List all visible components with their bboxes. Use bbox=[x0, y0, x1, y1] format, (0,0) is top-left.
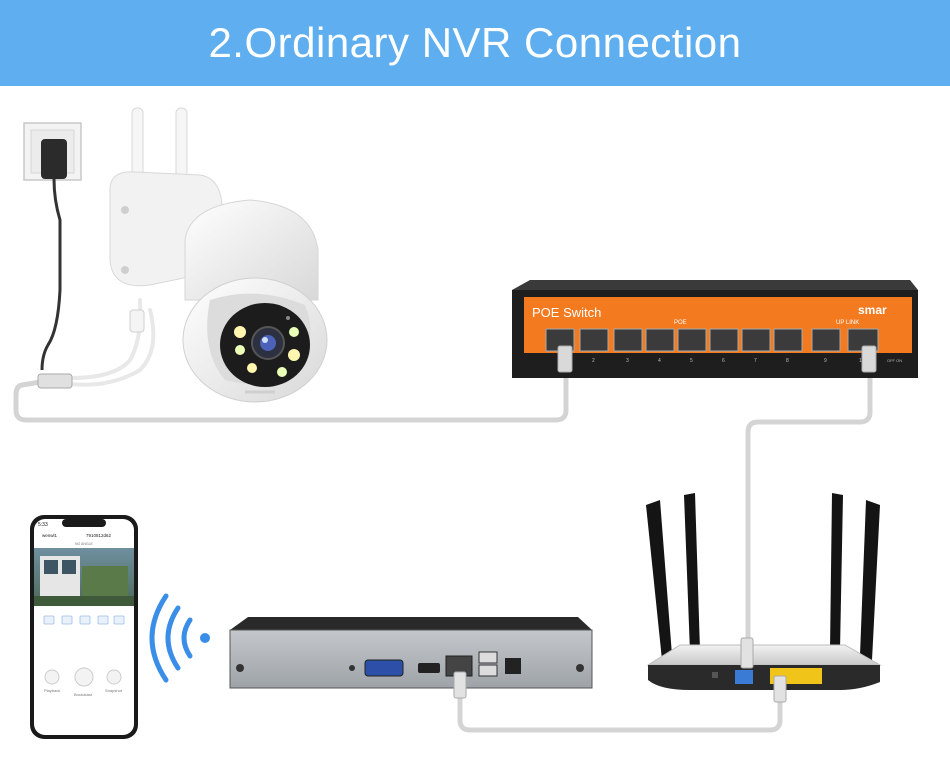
broadcast-label: Broadcast bbox=[74, 692, 93, 697]
uplink-label: UP LINK bbox=[836, 320, 859, 326]
phone-ctrl-3 bbox=[79, 615, 91, 625]
playback-icon[interactable] bbox=[44, 669, 60, 685]
switch-label: POE Switch bbox=[532, 305, 601, 320]
phone-device-title: wenwl1 bbox=[42, 533, 58, 538]
power-switch-label: OFF ON bbox=[887, 358, 902, 363]
rj45-coupler bbox=[37, 373, 73, 389]
rj45-plug-router-wan bbox=[740, 637, 754, 669]
broadcast-icon[interactable] bbox=[74, 667, 94, 687]
switch-port-6 bbox=[709, 328, 739, 352]
snapshot-label: Snapshot bbox=[105, 688, 123, 693]
nvr-vga-port bbox=[364, 659, 404, 677]
wifi-signal-icon bbox=[149, 593, 210, 683]
playback-label: Playback bbox=[44, 688, 60, 693]
switch-port-7 bbox=[741, 328, 771, 352]
network-cables bbox=[13, 369, 873, 733]
svg-text:5: 5 bbox=[690, 358, 693, 364]
header-banner: 2.Ordinary NVR Connection bbox=[0, 0, 950, 86]
switch-port-8 bbox=[773, 328, 803, 352]
poe-switch: POE Switch smar POE UP LINK 1 2 3 4 5 6 … bbox=[512, 280, 918, 378]
svg-text:2: 2 bbox=[592, 358, 595, 364]
svg-text:8: 8 bbox=[786, 358, 789, 364]
svg-text:3: 3 bbox=[626, 358, 629, 364]
wifi-router bbox=[646, 493, 882, 703]
phone-ctrl-2 bbox=[61, 615, 73, 625]
camera-connector bbox=[129, 309, 145, 333]
power-cord bbox=[40, 178, 62, 371]
switch-brand: smar bbox=[858, 303, 887, 317]
phone-device-id: 7910812d62 bbox=[86, 533, 112, 538]
switch-ports bbox=[545, 328, 879, 352]
phone-status: NO ANGLE bbox=[75, 542, 94, 546]
svg-text:4: 4 bbox=[658, 358, 661, 364]
poe-group-label: POE bbox=[674, 320, 687, 326]
phone-ctrl-1 bbox=[43, 615, 55, 625]
power-outlet bbox=[23, 122, 82, 371]
power-adapter bbox=[41, 139, 67, 179]
nvr-usb-port-2 bbox=[478, 664, 498, 677]
cable-camera-to-switch bbox=[13, 369, 569, 423]
switch-port-9 bbox=[811, 328, 841, 352]
cable-switch-to-router bbox=[745, 369, 873, 648]
nvr-hdmi-port bbox=[418, 663, 440, 673]
svg-text:9: 9 bbox=[824, 358, 827, 364]
phone-ctrl-4 bbox=[97, 615, 109, 625]
switch-port-4 bbox=[645, 328, 675, 352]
rj45-plug-nvr bbox=[453, 671, 467, 699]
page-title: 2.Ordinary NVR Connection bbox=[208, 19, 742, 66]
router-antenna-2 bbox=[684, 493, 700, 652]
nvr-usb-port-1 bbox=[478, 651, 498, 664]
switch-port-2 bbox=[579, 328, 609, 352]
smartphone: 5:33 wenwl1 7910812d62 NO ANGLE Playback… bbox=[30, 515, 138, 739]
phone-time: 5:33 bbox=[38, 522, 48, 528]
router-antenna-1 bbox=[646, 500, 672, 660]
router-wan-port bbox=[735, 670, 753, 684]
phone-notch bbox=[62, 519, 106, 527]
switch-port-5 bbox=[677, 328, 707, 352]
nvr-dc-port bbox=[505, 658, 521, 674]
snapshot-icon[interactable] bbox=[106, 669, 122, 685]
switch-port-3 bbox=[613, 328, 643, 352]
nvr-recorder bbox=[229, 617, 593, 699]
svg-text:6: 6 bbox=[722, 358, 725, 364]
rj45-plug-uplink bbox=[861, 345, 877, 373]
rj45-plug-router-lan bbox=[773, 675, 787, 703]
svg-text:7: 7 bbox=[754, 358, 757, 364]
ptz-camera bbox=[109, 107, 328, 403]
router-antenna-3 bbox=[830, 493, 843, 650]
rj45-plug-port-1 bbox=[557, 345, 573, 373]
phone-ctrl-5 bbox=[113, 615, 125, 625]
router-antenna-4 bbox=[860, 500, 880, 660]
cable-nvr-to-router bbox=[457, 687, 783, 733]
